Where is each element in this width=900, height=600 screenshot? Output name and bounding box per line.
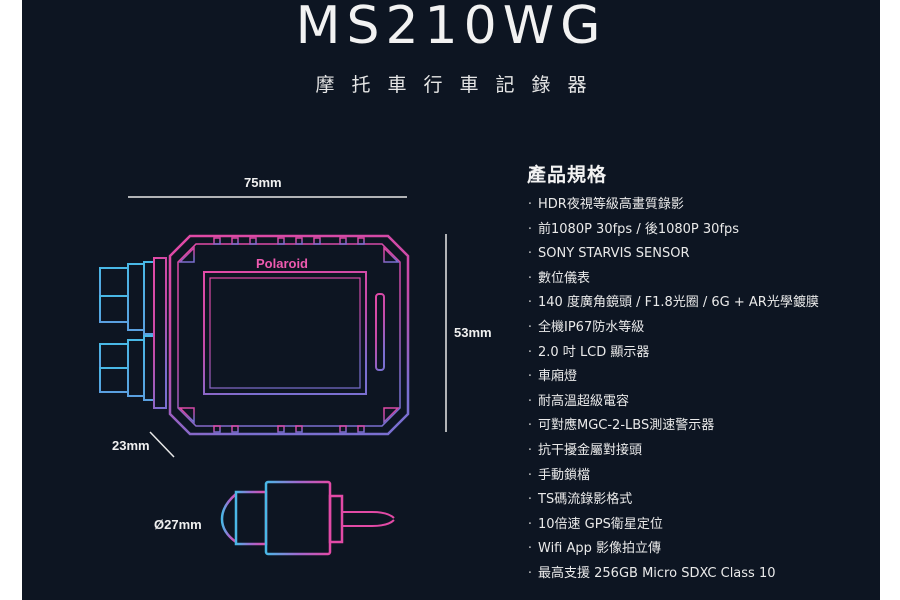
spec-item: ·最高支援 256GB Micro SDXC Class 10 <box>527 565 776 581</box>
height-label: 53mm <box>454 325 492 340</box>
product-title: MS210WG <box>295 0 607 56</box>
spec-item: ·數位儀表 <box>527 270 591 286</box>
spec-item: ·HDR夜視等級高畫質錄影 <box>527 197 684 212</box>
spec-item: ·抗干擾金屬對接頭 <box>527 442 643 458</box>
spec-item: ·Wifi App 影像拍立傳 <box>527 541 662 557</box>
spec-item: ·SONY STARVIS SENSOR <box>527 246 690 262</box>
camera-body <box>168 234 410 436</box>
spec-item: ·TS碼流錄影格式 <box>527 492 633 508</box>
spec-item: ·手動鎖檔 <box>527 467 591 483</box>
specs-list: ·HDR夜視等級高畫質錄影 ·前1080P 30fps / 後1080P 30f… <box>522 193 819 587</box>
width-label: 75mm <box>244 175 282 190</box>
depth-label: 23mm <box>112 438 150 453</box>
spec-item: ·2.0 吋 LCD 顯示器 <box>527 344 650 360</box>
spec-item: ·可對應MGC-2-LBS測速警示器 <box>527 418 715 434</box>
side-button <box>375 293 385 371</box>
product-panel: MS210WG 摩托車行車記錄器 <box>22 0 880 600</box>
spec-item: ·全機IP67防水等級 <box>527 319 645 335</box>
specs-heading: 產品規格 <box>527 164 608 186</box>
product-subtitle: 摩托車行車記錄器 <box>315 74 604 96</box>
depth-dimension-line <box>149 431 175 458</box>
rear-camera <box>220 480 395 556</box>
product-illustration: Polaroid <box>99 196 447 556</box>
lens-diameter-label: Ø27mm <box>154 517 202 532</box>
lcd-screen <box>203 271 367 395</box>
spec-item: ·10倍速 GPS衛星定位 <box>527 516 663 532</box>
spec-item: ·耐高溫超級電容 <box>527 393 630 409</box>
spec-item: ·前1080P 30fps / 後1080P 30fps <box>527 221 740 237</box>
brand-logo: Polaroid <box>256 256 308 271</box>
spec-item: ·140 度廣角鏡頭 / F1.8光圈 / 6G + AR光學鍍膜 <box>527 295 819 311</box>
side-connectors <box>99 257 167 409</box>
spec-item: ·車廂燈 <box>527 369 578 385</box>
